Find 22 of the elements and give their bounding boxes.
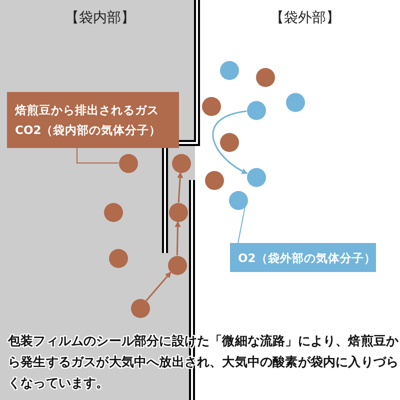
label-text: 焙煎豆から排出されるガス [15, 103, 160, 117]
molecule-circle [246, 100, 266, 120]
molecule-circle [256, 68, 274, 86]
label-text: O2（袋外部の気体分子） [238, 250, 368, 264]
arrow [146, 272, 172, 302]
molecule-circle [220, 132, 238, 152]
section-title: 【袋外部】 [269, 9, 341, 27]
label-box [230, 243, 376, 272]
molecule-circle [246, 168, 266, 186]
molecule-circle [228, 190, 248, 210]
arrow [177, 172, 184, 203]
leader-line [238, 206, 246, 244]
molecule-circle [204, 170, 224, 190]
label-text: CO2（袋内部の気体分子） [15, 123, 162, 137]
molecule-circle [220, 60, 238, 80]
molecule-circle [286, 92, 304, 112]
arrow [174, 220, 181, 256]
leader-line [76, 148, 119, 164]
arrow [212, 110, 248, 174]
section-title: 【袋内部】 [64, 9, 136, 27]
label-box [7, 92, 179, 148]
molecule-circle [202, 96, 220, 116]
